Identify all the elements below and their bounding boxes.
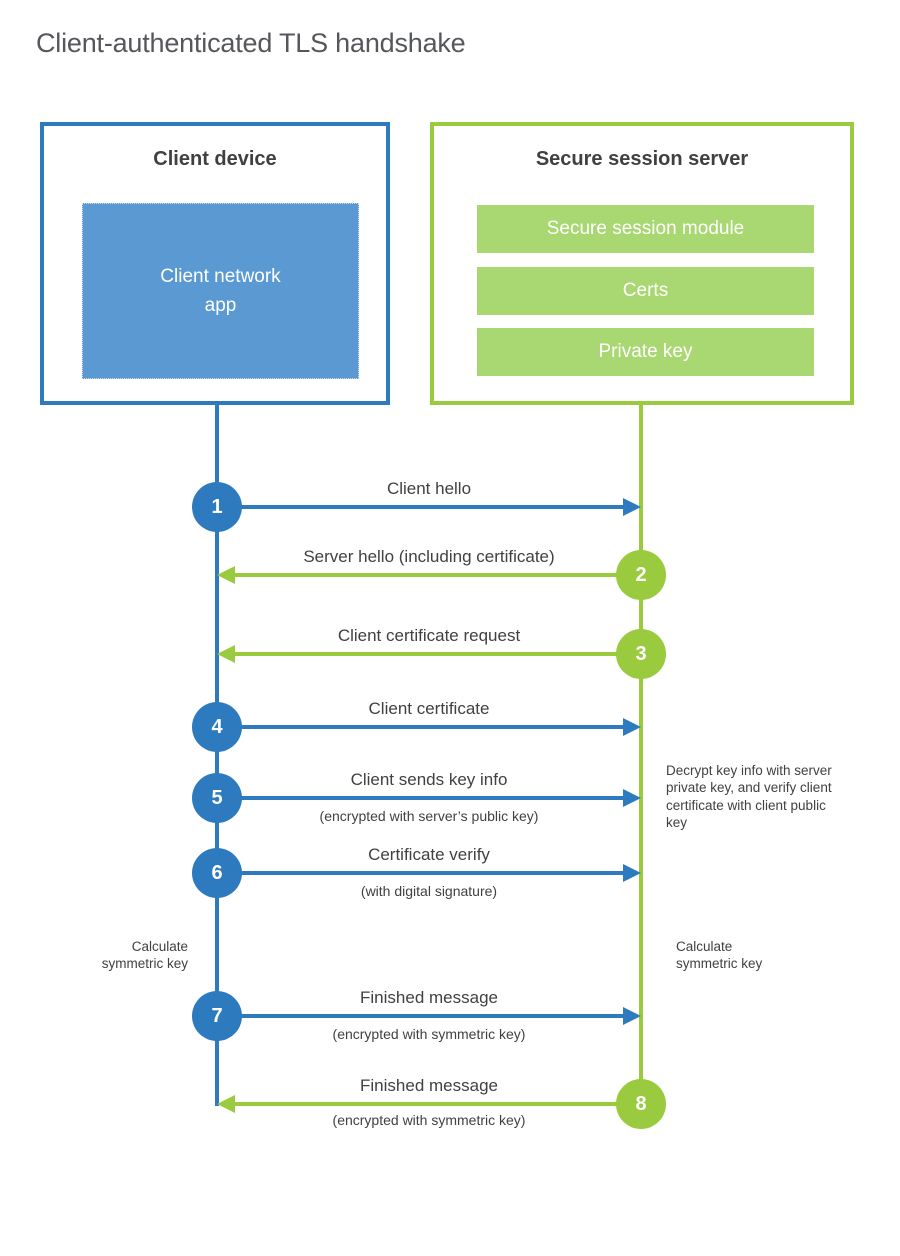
step5-arrow-line: [217, 796, 623, 800]
step7-arrowhead-icon: [623, 1007, 641, 1025]
server-module-private-key: Private key: [477, 328, 814, 376]
step2-arrow-line: [235, 573, 641, 577]
step5-circle: 5: [192, 773, 242, 823]
calculate-symmetric-key-note-server: Calculate symmetric key: [676, 939, 763, 972]
step5-sublabel: (encrypted with server’s public key): [319, 808, 539, 824]
step2-label: Server hello (including certificate): [303, 547, 555, 566]
step6-label: Certificate verify: [368, 845, 490, 864]
step6-arrowhead-icon: [623, 864, 641, 882]
step6-circle: 6: [192, 848, 242, 898]
step8-arrowhead-icon: [217, 1095, 235, 1113]
step7-sublabel: (encrypted with symmetric key): [332, 1026, 526, 1042]
server-module-secure-session: Secure session module: [477, 205, 814, 253]
step4-label: Client certificate: [368, 699, 490, 718]
step7-label: Finished message: [360, 988, 498, 1007]
step6-sublabel: (with digital signature): [360, 883, 498, 899]
server-lifeline: [639, 405, 643, 1106]
step5-label: Client sends key info: [350, 770, 508, 789]
decrypt-key-note: Decrypt key info with server private key…: [666, 763, 832, 830]
step4-arrowhead-icon: [623, 718, 641, 736]
page-title: Client-authenticated TLS handshake: [36, 28, 466, 58]
step3-arrowhead-icon: [217, 645, 235, 663]
step1-arrow-line: [217, 505, 623, 509]
client-network-app-box: Client network app: [82, 203, 359, 379]
step8-circle: 8: [616, 1079, 666, 1129]
secure-session-server-box: Secure session server Secure session mod…: [430, 122, 854, 405]
step5-arrowhead-icon: [623, 789, 641, 807]
server-module-certs: Certs: [477, 267, 814, 315]
step1-label: Client hello: [386, 479, 472, 498]
client-lifeline: [215, 405, 219, 1106]
step7-arrow-line: [217, 1014, 623, 1018]
step7-circle: 7: [192, 991, 242, 1041]
step8-label: Finished message: [360, 1076, 498, 1095]
step3-circle: 3: [616, 629, 666, 679]
step4-arrow-line: [217, 725, 623, 729]
client-device-title: Client device: [153, 148, 277, 170]
step8-arrow-line: [235, 1102, 641, 1106]
client-device-box: Client device Client network app: [40, 122, 390, 405]
step6-arrow-line: [217, 871, 623, 875]
step3-label: Client certificate request: [337, 626, 521, 645]
step1-circle: 1: [192, 482, 242, 532]
step1-arrowhead-icon: [623, 498, 641, 516]
step8-sublabel: (encrypted with symmetric key): [332, 1112, 526, 1128]
step4-circle: 4: [192, 702, 242, 752]
step2-arrowhead-icon: [217, 566, 235, 584]
step2-circle: 2: [616, 550, 666, 600]
calculate-symmetric-key-note-client: Calculate symmetric key: [101, 939, 188, 972]
step3-arrow-line: [235, 652, 641, 656]
secure-session-server-title: Secure session server: [535, 148, 749, 170]
